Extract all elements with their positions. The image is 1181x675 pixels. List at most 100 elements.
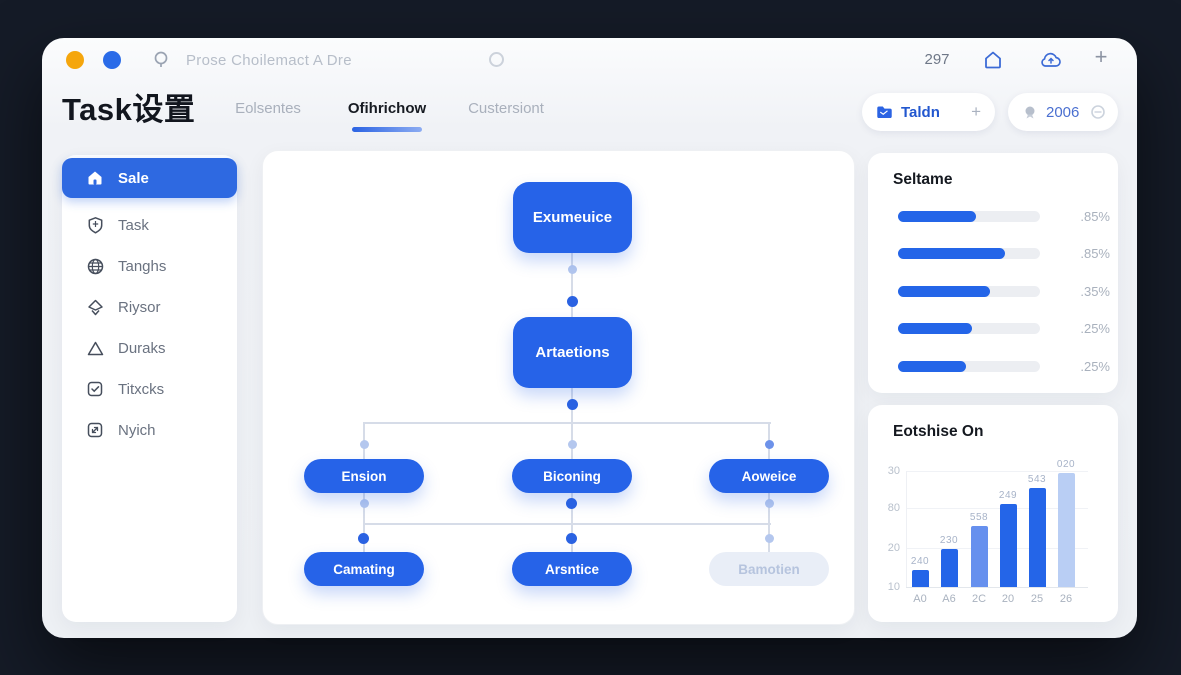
x-tick-label: A0 xyxy=(913,593,927,605)
progress-panel-title: Seltame xyxy=(893,171,953,188)
bar-group: 240 xyxy=(905,556,935,587)
connector-line xyxy=(363,422,771,424)
connector-dot xyxy=(566,498,577,509)
bar-value-label: 240 xyxy=(910,556,930,567)
flow-node-root[interactable]: Exumeuice xyxy=(513,182,632,253)
tab-custersiont[interactable]: Custersiont xyxy=(468,100,544,117)
connector-dot xyxy=(566,533,577,544)
traffic-light-blue[interactable] xyxy=(103,51,121,69)
flow-node-ension[interactable]: Ension xyxy=(304,459,424,493)
progress-bar xyxy=(898,248,1040,259)
gridline xyxy=(906,508,1088,509)
sidebar-item-label: Tanghs xyxy=(118,257,167,275)
sidebar-item-label: Nyich xyxy=(118,421,156,439)
x-tick-label: 20 xyxy=(1001,593,1015,605)
bar-group: 020 xyxy=(1051,459,1081,587)
y-tick-label: 10 xyxy=(887,581,900,593)
connector-dot xyxy=(360,440,369,449)
sidebar-item-task[interactable]: Task xyxy=(62,205,237,245)
connector-dot xyxy=(568,265,577,274)
progress-label: .25% xyxy=(1080,321,1110,336)
flow-node-biconing[interactable]: Biconing xyxy=(512,459,632,493)
progress-label: .85% xyxy=(1080,209,1110,224)
sidebar-item-label: Duraks xyxy=(118,339,166,357)
sidebar-item-label: Riysor xyxy=(118,298,161,316)
x-axis-line xyxy=(906,587,1088,588)
sidebar-item-sale[interactable]: Sale xyxy=(62,158,237,198)
notification-count: 297 xyxy=(924,51,950,68)
y-tick-label: 20 xyxy=(887,542,900,554)
sidebar-item-nyich[interactable]: Nyich xyxy=(62,410,237,450)
bar-chart-panel: Eotshise On 30 80 20 10 240 230 558 249 … xyxy=(868,405,1118,622)
flow-node-bamotien-disabled[interactable]: Bamotien xyxy=(709,552,829,586)
progress-bar xyxy=(898,361,1040,372)
connector-dot xyxy=(765,440,774,449)
x-tick-label: 2C xyxy=(971,593,987,605)
cloud-sync-icon[interactable] xyxy=(1038,47,1064,73)
checkbox-icon xyxy=(84,378,106,400)
home-icon[interactable] xyxy=(980,47,1006,73)
flow-node-camating[interactable]: Camating xyxy=(304,552,424,586)
sidebar-item-titxcks[interactable]: Titxcks xyxy=(62,369,237,409)
connector-line xyxy=(768,493,770,524)
send-icon xyxy=(84,296,106,318)
bar-chart-title: Eotshise On xyxy=(893,423,984,440)
progress-panel: Seltame .85% .85% .35% .25% .25% xyxy=(868,153,1118,393)
flow-node-aoweice[interactable]: Aoweice xyxy=(709,459,829,493)
year-pill-button[interactable]: 2006 xyxy=(1008,93,1118,131)
progress-label: .25% xyxy=(1080,359,1110,374)
connector-line xyxy=(363,493,365,524)
refresh-circle-icon[interactable] xyxy=(1090,104,1106,120)
y-tick-label: 30 xyxy=(887,465,900,477)
sidebar-item-tanghs[interactable]: Tanghs xyxy=(62,246,237,286)
team-pill-button[interactable]: Taldn + xyxy=(862,93,995,131)
bar-value-label: 020 xyxy=(1056,459,1076,470)
progress-fill xyxy=(898,361,966,372)
progress-fill xyxy=(898,211,976,222)
progress-bar xyxy=(898,211,1040,222)
search-option-circle[interactable] xyxy=(489,52,504,67)
x-tick-label: A6 xyxy=(942,593,956,605)
progress-bar xyxy=(898,323,1040,334)
bar-value-label: 558 xyxy=(969,512,989,523)
page-title: Task设置 xyxy=(62,92,196,127)
chart-bar xyxy=(1057,473,1075,587)
add-icon[interactable]: + xyxy=(1094,44,1108,69)
progress-label: .85% xyxy=(1080,246,1110,261)
sidebar-item-duraks[interactable]: Duraks xyxy=(62,328,237,368)
search-input[interactable] xyxy=(186,46,486,74)
flow-node-level2[interactable]: Artaetions xyxy=(513,317,632,388)
flow-node-arsntice[interactable]: Arsntice xyxy=(512,552,632,586)
shield-icon xyxy=(84,214,106,236)
tab-ofihrichow[interactable]: Ofihrichow xyxy=(347,100,427,117)
gridline xyxy=(906,548,1088,549)
bar-group: 249 xyxy=(993,490,1023,587)
progress-bar xyxy=(898,286,1040,297)
chart-bar xyxy=(1028,488,1046,587)
gridline xyxy=(906,471,1088,472)
sidebar-item-label: Task xyxy=(118,216,149,234)
team-pill-plus-icon[interactable]: + xyxy=(971,102,981,121)
y-tick-label: 80 xyxy=(887,502,900,514)
connector-dot xyxy=(567,296,578,307)
sidebar-item-label: Titxcks xyxy=(118,380,165,398)
progress-fill xyxy=(898,286,990,297)
app-window: 297 + Task设置 Eolsentes Ofihrichow Custer… xyxy=(42,38,1137,638)
search-icon xyxy=(152,50,172,70)
traffic-light-orange[interactable] xyxy=(66,51,84,69)
flowchart-panel: Exumeuice Artaetions Ension Biconing Aow… xyxy=(262,150,855,625)
sidebar-item-riysor[interactable]: Riysor xyxy=(62,287,237,327)
progress-fill xyxy=(898,323,972,334)
connector-line xyxy=(571,253,573,317)
globe-icon xyxy=(84,255,106,277)
bar-group: 543 xyxy=(1022,474,1052,587)
chart-bar xyxy=(999,504,1017,587)
triangle-icon xyxy=(84,337,106,359)
badge-icon xyxy=(1025,106,1035,119)
connector-dot xyxy=(358,533,369,544)
bar-group: 558 xyxy=(964,512,994,587)
x-tick-label: 26 xyxy=(1059,593,1073,605)
tab-eolsentes[interactable]: Eolsentes xyxy=(235,100,301,117)
chart-bar xyxy=(911,570,929,587)
connector-dot xyxy=(765,499,774,508)
